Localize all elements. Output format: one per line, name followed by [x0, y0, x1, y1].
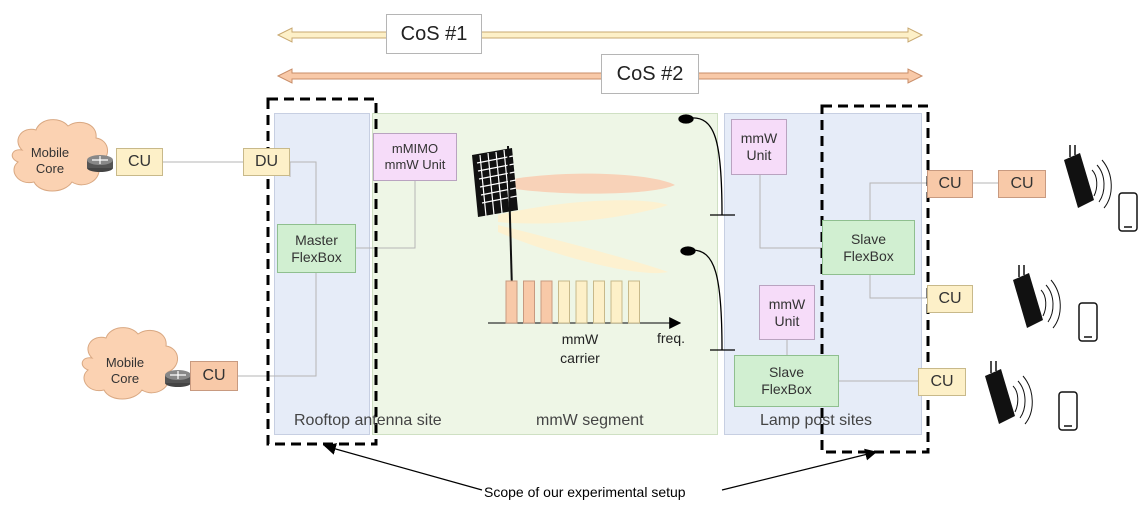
spectrum-bar — [610, 280, 623, 324]
spectrum-bar — [628, 280, 640, 324]
spectrum-bar — [593, 280, 605, 324]
cu-box: CU — [927, 170, 973, 198]
freq-label: freq. — [657, 330, 686, 346]
cu-box: CU — [998, 170, 1046, 198]
router-icon — [87, 155, 113, 172]
antenna-panel-icon — [1064, 145, 1112, 209]
cu-box: CU — [918, 368, 966, 396]
mmw-segment-label: mmW segment — [536, 412, 644, 429]
cos1-arrow — [276, 27, 924, 43]
spectrum-bar — [540, 280, 553, 324]
mobile-core-label: Mobile Core — [30, 145, 70, 177]
caption: Scope of our experimental setup — [484, 484, 686, 500]
antenna-panel-icon — [985, 361, 1033, 425]
slave-flexbox: Slave FlexBox — [734, 355, 839, 407]
mobile-core-label: Mobile Core — [105, 355, 145, 387]
rooftop-site-label: Rooftop antenna site — [294, 412, 442, 429]
cos1-label: CoS #1 — [386, 14, 482, 54]
phone-icon — [1118, 192, 1138, 232]
spectrum-bar — [558, 280, 570, 324]
cu-box: CU — [190, 361, 238, 391]
carrier-label: mmW carrier — [560, 331, 600, 366]
antenna-panel-icon — [1013, 265, 1061, 329]
scope-box-left — [266, 97, 378, 446]
cu-box: CU — [116, 148, 163, 176]
phone-icon — [1078, 302, 1098, 342]
mmw-unit: mmW Unit — [731, 119, 787, 175]
mmw-unit: mmW Unit — [759, 285, 815, 340]
mmimo-mmw-unit: mMIMO mmW Unit — [373, 133, 457, 181]
caption-arrow-right — [721, 448, 878, 491]
antenna-array-icon — [472, 145, 518, 291]
phone-icon — [1058, 391, 1078, 431]
spectrum-bar — [505, 280, 518, 324]
spectrum-bar — [523, 280, 535, 324]
master-flexbox: Master FlexBox — [277, 224, 356, 273]
du-box: DU — [243, 148, 290, 176]
lamp-post-label: Lamp post sites — [760, 412, 873, 429]
cos2-label: CoS #2 — [601, 54, 699, 94]
spectrum-bars — [505, 280, 640, 324]
lamp-post-icon — [678, 114, 735, 351]
cos2-arrow — [276, 68, 924, 84]
caption-arrow-left — [323, 443, 483, 491]
beam-shapes — [498, 173, 675, 274]
cu-box: CU — [927, 285, 973, 313]
spectrum-bar — [575, 280, 588, 324]
slave-flexbox: Slave FlexBox — [822, 220, 915, 275]
router-icon — [165, 370, 191, 387]
